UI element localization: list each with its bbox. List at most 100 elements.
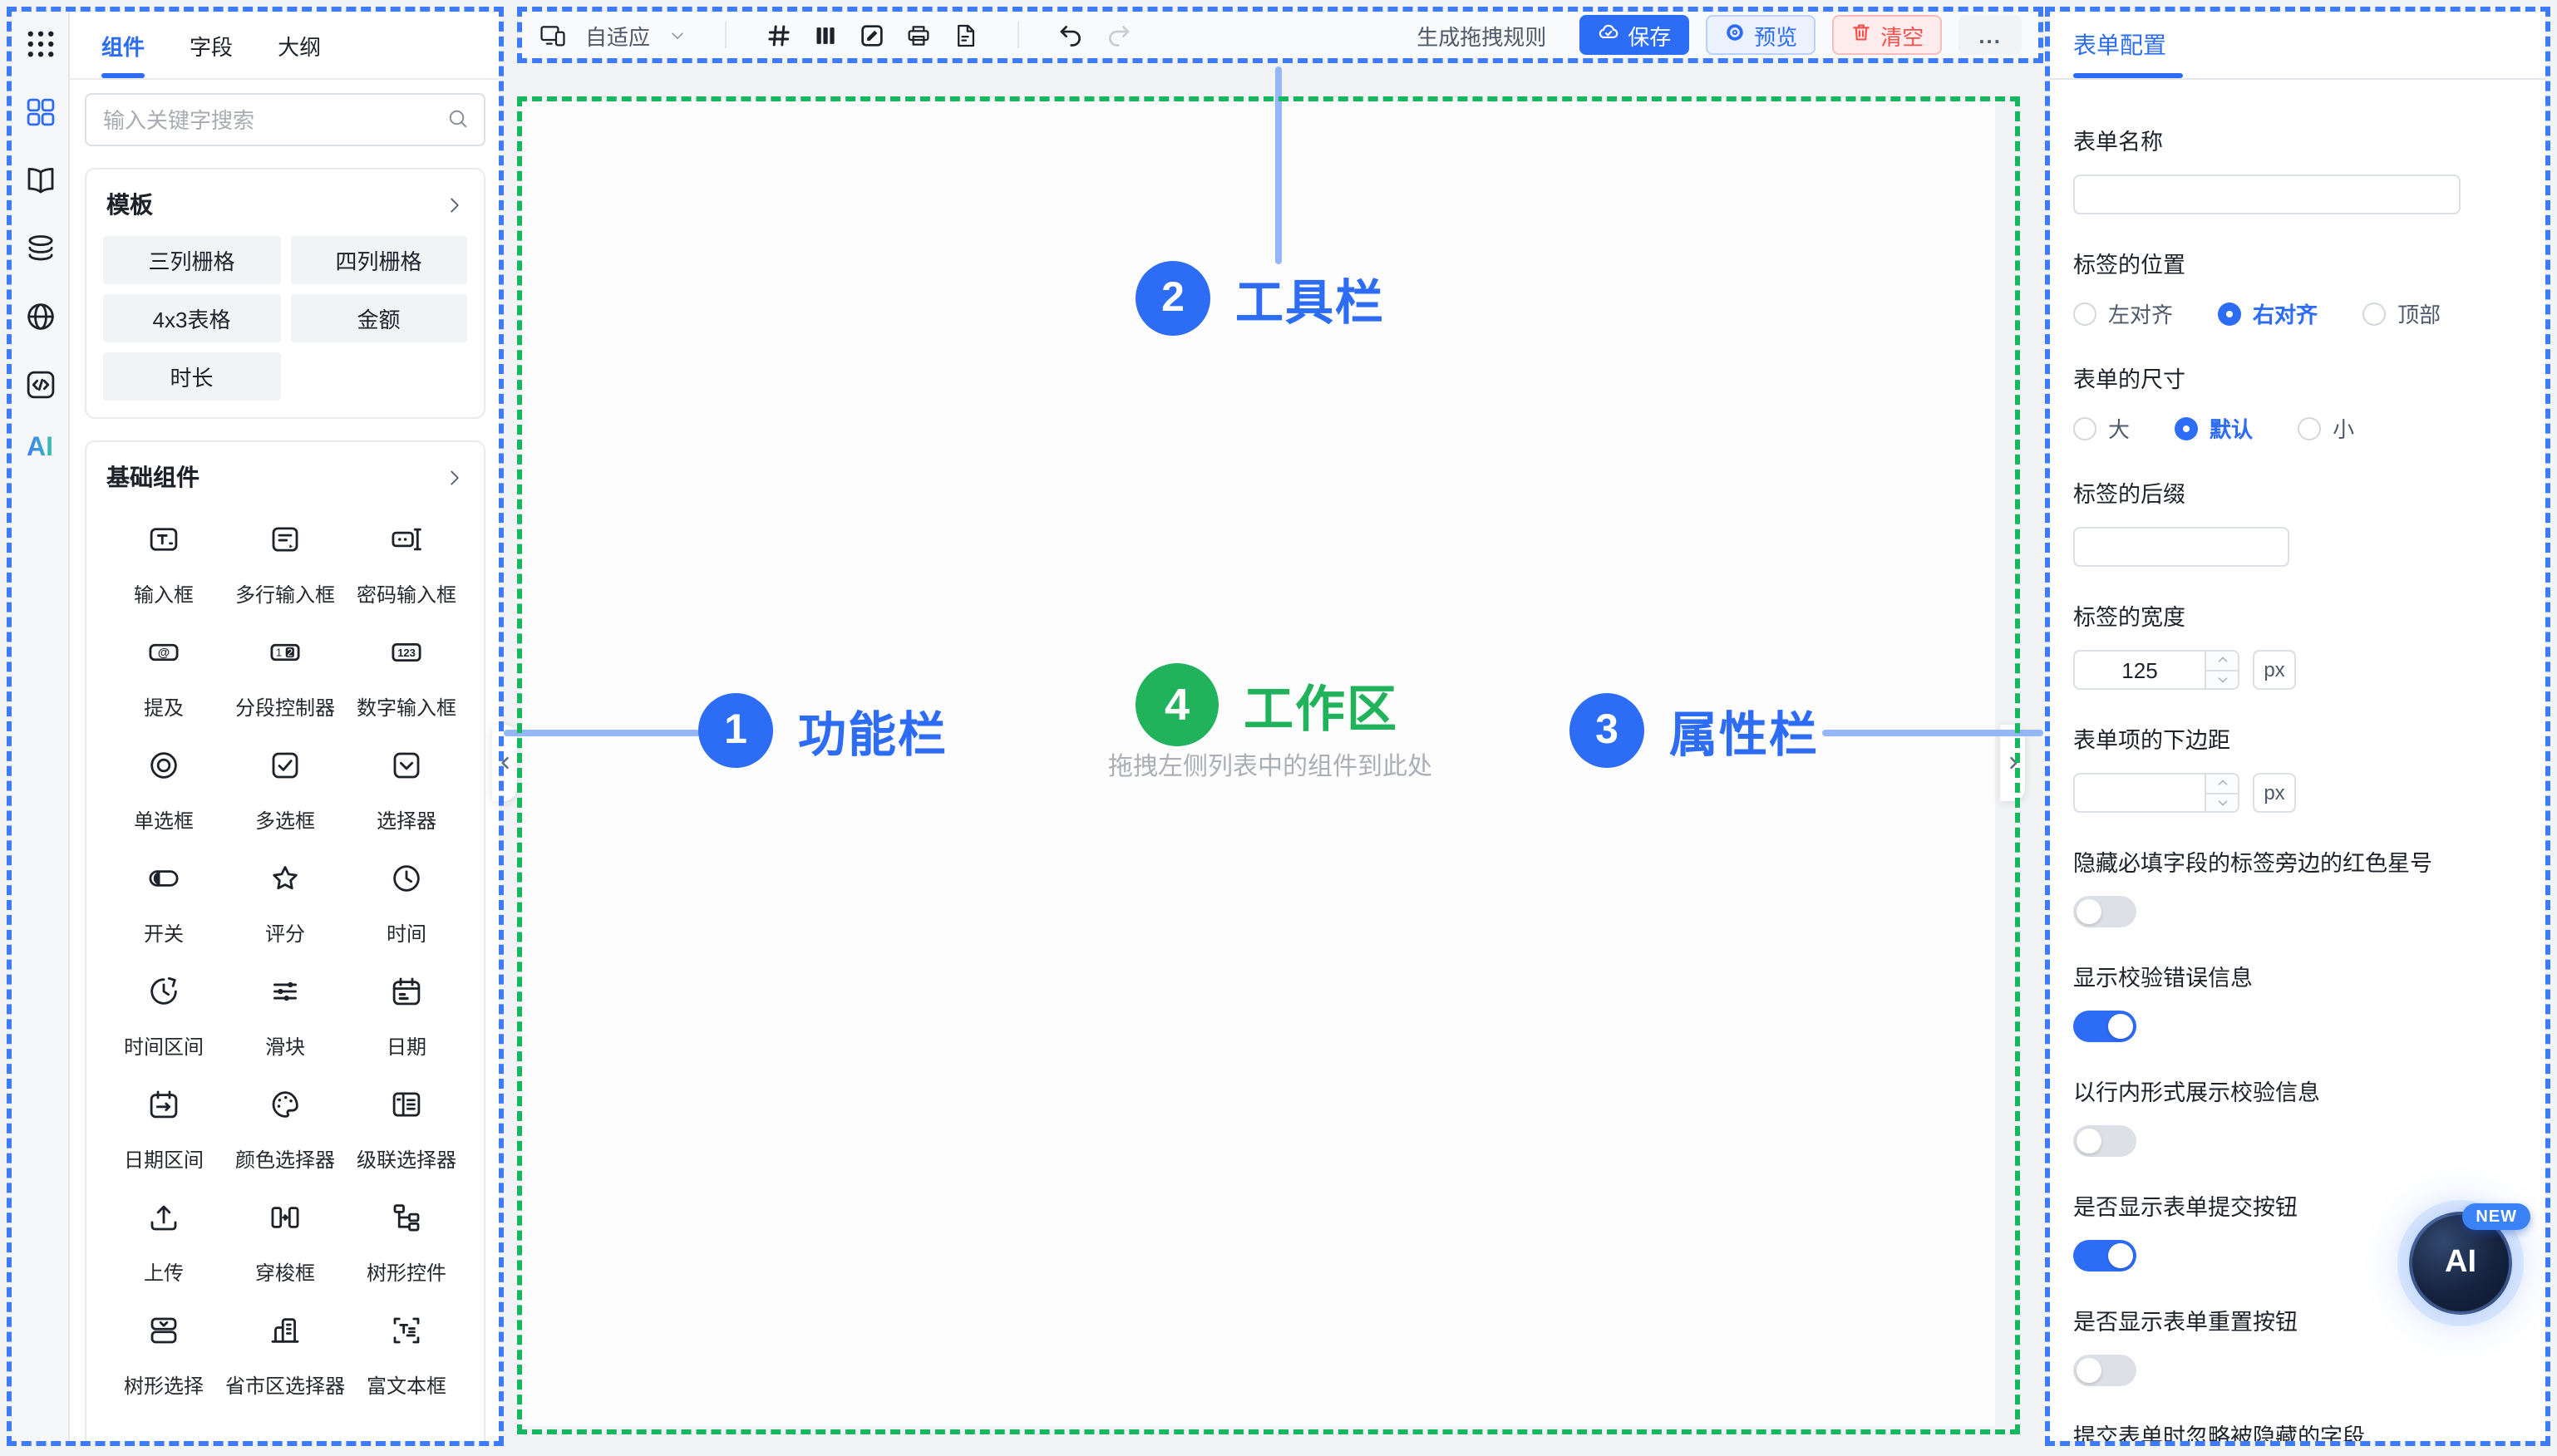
clear-button[interactable]: 清空 [1832,15,1943,55]
template-item[interactable]: 三列栅格 [103,236,280,284]
component-item[interactable]: 日期区间 [103,1074,224,1187]
radio-icon [2073,416,2096,440]
ai-assistant-button[interactable]: AI NEW [2409,1203,2530,1315]
component-item-label: 提及 [143,696,184,720]
component-item[interactable] [103,1413,224,1441]
database-icon[interactable] [22,229,58,266]
component-item[interactable]: 富文本框 [346,1300,467,1413]
stepper-down-icon[interactable] [2206,794,2238,811]
component-item[interactable]: 上传 [103,1187,224,1300]
device-mode-select[interactable]: 自适应 [585,24,651,49]
signature-icon [389,1440,424,1441]
form-size-option[interactable]: 小 [2298,412,2354,444]
template-item[interactable]: 金额 [290,294,467,342]
tab-fields[interactable]: 字段 [190,34,234,59]
radio-option-label: 顶部 [2397,303,2441,327]
item-bottom-margin-number-input[interactable] [2073,773,2239,813]
template-item[interactable]: 四列栅格 [290,236,467,284]
component-item[interactable]: 级联选择器 [346,1074,467,1187]
columns-icon[interactable] [811,21,840,49]
radio-icon [146,748,181,791]
print-icon[interactable] [904,21,933,49]
component-item[interactable]: 开关 [103,848,224,961]
stepper-up-icon[interactable] [2206,775,2238,794]
radio-icon [2073,302,2096,325]
component-item[interactable]: 密码输入框 [346,509,467,622]
stepper-up-icon[interactable] [2206,652,2238,671]
unit-label: px [2253,773,2296,813]
workspace-empty-hint: 拖拽左侧列表中的组件到此处 [1107,753,1432,781]
component-item-label: 时间 [386,922,426,946]
component-item-label: 时间区间 [123,1035,204,1059]
form-size-option[interactable]: 默认 [2175,412,2253,444]
label-position-option[interactable]: 顶部 [2362,298,2441,329]
component-item[interactable]: @提及 [103,622,224,735]
component-item[interactable]: 省市区选择器 [224,1300,346,1413]
component-item[interactable]: 单选框 [103,735,224,848]
sidebar-item-ai[interactable]: AI [27,434,53,462]
component-item-label: 级联选择器 [356,1149,456,1172]
component-item[interactable]: 输入框 [103,509,224,622]
inline-error-message-toggle[interactable] [2073,1125,2136,1157]
form-name-input[interactable] [2073,175,2461,214]
label-position-option[interactable]: 左对齐 [2073,298,2173,329]
component-item[interactable]: 穿梭框 [224,1187,346,1300]
component-item[interactable]: 评分 [224,848,346,961]
form-edit-icon[interactable] [858,21,886,49]
chevron-right-icon[interactable] [444,194,466,215]
basic-components-header: 基础组件 [103,459,467,509]
component-item[interactable]: ID [224,1413,346,1441]
form-size-option[interactable]: 大 [2073,412,2130,444]
component-item[interactable]: 时间 [346,848,467,961]
tab-outline[interactable]: 大纲 [278,34,322,59]
chevron-right-icon[interactable] [444,466,466,488]
component-item[interactable]: 日期 [346,961,467,1074]
component-item[interactable]: 时间区间 [103,961,224,1074]
component-item[interactable]: 树形控件 [346,1187,467,1300]
form-config-tabbar: 表单配置 [2050,12,2545,80]
stepper-down-icon[interactable] [2206,671,2238,688]
app-menu-icon[interactable] [22,25,58,61]
collapse-left-panel-handle[interactable] [492,725,517,801]
chevron-down-icon[interactable] [668,26,687,44]
device-responsive-icon[interactable] [539,21,567,49]
more-actions-button[interactable]: ... [1958,15,2022,55]
search-input[interactable] [86,107,484,132]
label-suffix-input[interactable] [2073,527,2289,567]
show-error-message-toggle[interactable] [2073,1011,2136,1042]
undo-icon[interactable] [1057,21,1086,49]
hide-required-asterisk-toggle[interactable] [2073,896,2136,927]
component-item[interactable]: 树形选择 [103,1300,224,1413]
label-position-option[interactable]: 右对齐 [2218,298,2318,329]
blocks-icon[interactable] [22,93,58,130]
preview-button[interactable]: 预览 [1706,15,1816,55]
component-item[interactable]: 选择器 [346,735,467,848]
connector-line-toolbar [1275,66,1282,264]
export-json-icon[interactable] [951,21,979,49]
component-item-label: 多选框 [254,809,315,833]
mini-sidebar: AI [12,12,70,1441]
template-item[interactable]: 时长 [103,352,280,401]
code-icon[interactable] [22,366,58,402]
component-item[interactable]: 颜色选择器 [224,1074,346,1187]
component-item-label: 滑块 [264,1035,305,1059]
template-item[interactable]: 4x3表格 [103,294,280,342]
component-item[interactable] [346,1413,467,1441]
book-icon[interactable] [22,161,58,198]
label-width-number-input[interactable]: 125 [2073,650,2239,690]
save-button[interactable]: 保存 [1579,15,1690,55]
tab-form-config[interactable]: 表单配置 [2073,32,2166,58]
component-item[interactable]: 多行输入框 [224,509,346,622]
redo-icon[interactable] [1104,21,1132,49]
grid-layout-icon[interactable] [765,21,793,49]
tab-components[interactable]: 组件 [101,12,145,78]
show-submit-button-toggle[interactable] [2073,1240,2136,1272]
component-item[interactable]: 多选框 [224,735,346,848]
generate-drag-rule-link[interactable]: 生成拖拽规则 [1416,24,1547,49]
show-reset-button-toggle[interactable] [2073,1355,2136,1386]
time-icon [389,861,424,904]
globe-icon[interactable] [22,298,58,334]
component-item[interactable]: 滑块 [224,961,346,1074]
